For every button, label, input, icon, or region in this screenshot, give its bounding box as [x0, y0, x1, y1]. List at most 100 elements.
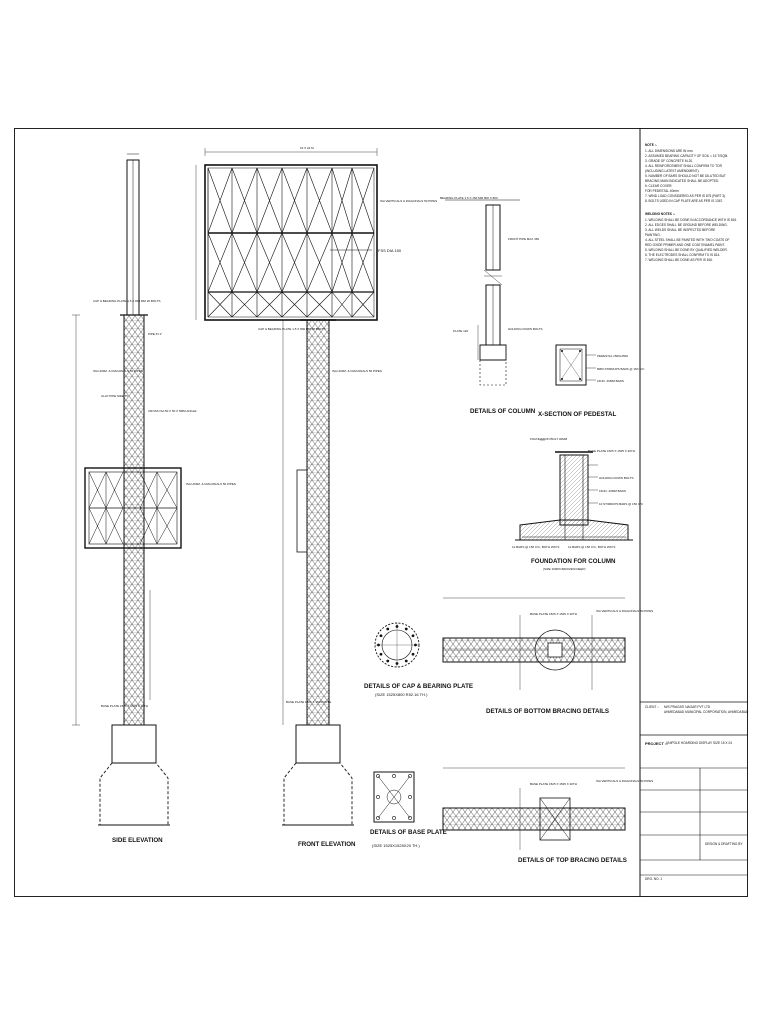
welding-note-line: 5. WELDING SHALL BE DONE BY QUALIFIED WE… [645, 248, 728, 252]
bars-both-label: 12 BARS @ 150 C/C, BOTH WAYS [512, 545, 559, 549]
hoarding-panel-brace [231, 167, 258, 234]
base-bolt-hole [408, 774, 412, 778]
hoarding-panel-brace [231, 291, 258, 318]
isa-angle-label: ISA VERTICALS & DIAGONALS 50 PIPES [380, 199, 437, 203]
foundation-detail [515, 439, 633, 541]
bars-label-2: 16NO. 20MM BARS [599, 489, 626, 493]
cross-bracing-label: CROSS ISA 50 X 50 X 5MM ANGLE [148, 409, 197, 413]
stirrups-label: 8MM STIRRUPS BARS @ 150 C/C [597, 367, 645, 371]
welding-title: WELDING NOTES :- [645, 212, 675, 216]
hoarding-panel-brace [256, 291, 283, 318]
base-plate-label-side: BASE PLATE 1525 X 1525 X 20TH [101, 704, 148, 708]
base-plate-detail [373, 771, 415, 823]
hoarding-panel-brace [281, 291, 308, 318]
hoarding-panel-brace [256, 232, 283, 293]
bars-label: 16NO. 20MM BARS [597, 379, 624, 383]
hoarding-panel-brace [281, 232, 308, 293]
note-line: 7. WIND LOAD CONSIDERED AS PER IS 875 (P… [645, 194, 726, 198]
hoarding-panel-brace [306, 232, 333, 293]
base-plate-caption: DETAILS OF BASE PLATE [370, 829, 447, 836]
client-value: M/S PRAGATI NAGAR PVT LTD [664, 705, 711, 709]
welding-note-line: 3. ALL WELDS SHALL BE INSPECTED BEFORE [645, 228, 715, 232]
base-bolt-hole [376, 795, 380, 799]
project-label: PROJECT :- [645, 741, 668, 746]
note-line: 1. ALL DIMENSIONS ARE IN mm. [645, 149, 694, 153]
pipe-front-label: PIPE IN 1" [148, 332, 162, 336]
cap-bearing-plate-detail [374, 622, 420, 668]
center-label: FSS DIA 150 [378, 248, 402, 253]
pedestal-section-caption: X-SECTION OF PEDESTAL [538, 411, 616, 418]
welding-note-line: 1. WELDING SHALL BE DONE IN ACCORDANCE W… [645, 218, 737, 222]
column-detail-caption: DETAILS OF COLUMN [470, 408, 536, 415]
front-elevation [195, 148, 378, 826]
holding-down-label-2: HOLDING DOWN BOLTS [599, 476, 633, 480]
note-line: 3. GRADE OF CONCRETE M-20. [645, 159, 693, 163]
ucp-pipe-label: ULLP PIPE SIZE 75 [101, 394, 128, 398]
foundation-bolt-label: FOUNDATION BOLT 32MM [530, 437, 568, 441]
note-line: FOR PEDESTAL 40mm [645, 189, 679, 193]
hoarding-panel-brace [306, 167, 333, 234]
bolt-hole [404, 627, 408, 631]
wire-bracing-label-side: ISA HORZ. & DIAGONALS 50 PIPES [186, 482, 236, 486]
base-bolt-hole [408, 795, 412, 799]
wire-bracing-label-front: ISA HORZ. & DIAGONALS 50 PIPES [332, 369, 382, 373]
pedestal-section [555, 344, 596, 386]
bolt-hole [404, 659, 408, 663]
base-plate-label-front: BASE PLATE 1525 X 1525X20TH [286, 700, 331, 704]
base-plate-size: (SIZE 1525X1525X20 TH.) [372, 843, 420, 848]
pipe-size-label: FRONT PIPE MAX 360 [508, 237, 539, 241]
hoarding-panel-brace [331, 232, 353, 293]
cap-plate-size: (SIZE 1525X800 R52.16 TH.) [375, 692, 428, 697]
foundation-caption: FOUNDATION FOR COLUMN [531, 558, 616, 565]
client-value-2: AHMEDABAD MUNICIPAL CORPORATION, AHMEDAB… [664, 710, 749, 714]
column-detail [445, 199, 520, 386]
welding-note-line: RED OXIDE PRIMER AND ONE COAT ENAMEL PAI… [645, 243, 725, 247]
bottom-isa-label: ISA VERTICALS & DIAGONALS 50 PIPES [596, 609, 653, 613]
top-bracing-caption: DETAILS OF TOP BRACING DETAILS [518, 857, 627, 864]
base-bolt-hole [392, 816, 396, 820]
project-value: UNIPOLE HOARDING DISPLAY SIZE 15 X 24 [666, 741, 732, 745]
bearing-plate-label: BEARING PLATE 1.5 X 150 MM 800 X 800 [440, 196, 498, 200]
welding-note-line: 4. ALL STEEL SHALL BE PAINTED WITH TWO C… [645, 238, 730, 242]
holding-down-label: HOLDING DOWN BOLTS [508, 327, 542, 331]
bottom-bracing-detail [442, 597, 626, 690]
top-bracing-detail [442, 767, 626, 850]
bolt-hole [386, 627, 390, 631]
top-isa-label: ISA VERTICALS & DIAGONALS 50 PIPES [596, 779, 653, 783]
bars-both-label-2: 12 BARS @ 150 C/C, BOTH WAYS [568, 545, 615, 549]
cap-bearing-label: CAP & BEARING PLATE 1.5 X 800 MM 20 BOLT… [93, 299, 161, 303]
foundation-size: (SIZE 1600X1600X2300 DEEP) [543, 567, 586, 571]
base-bolt-hole [376, 774, 380, 778]
side-elevation-caption: SIDE ELEVATION [112, 837, 163, 844]
cap-plate-caption: DETAILS OF CAP & BEARING PLATE [364, 683, 473, 690]
hoarding-panel-brace [207, 167, 233, 234]
welding-note-line: 7. WELDING SHALL BE DONE AS PER IS 816. [645, 258, 713, 262]
notes-title: NOTE :- [645, 143, 657, 147]
base-plate-foundation: BASE PLATE 1525 X 1525 X 20TH [588, 449, 635, 453]
drawing-number: DRG. NO. 1 [645, 877, 662, 881]
hoarding-panel-brace [331, 291, 353, 318]
note-line: 5. NUMBER OF BARS SHOULD NOT BE DILUTED … [645, 174, 726, 178]
front-elevation-caption: FRONT ELEVATION [298, 841, 356, 848]
note-line: 6. CLEAR COVER: [645, 184, 672, 188]
welding-note-line: PAINTING. [645, 233, 661, 237]
bottom-bracing-caption: DETAILS OF BOTTOM BRACING DETAILS [486, 708, 609, 715]
note-line: 4. ALL REINFORCEMENT SHALL CONFIRM TO TO… [645, 164, 723, 168]
welding-note-line: 6. THE ELECTRODES SHALL CONFIRM TO IS 81… [645, 253, 720, 257]
drawn-by: DESIGN & DRAFTING BY [705, 842, 743, 846]
notes-block: NOTE :- 1. ALL DIMENSIONS ARE IN mm. 2. A… [645, 143, 737, 262]
top-base-plate-label: BASE PLATE 1525 X 1525 X 20TH [530, 782, 577, 786]
hoarding-panel-brace [207, 291, 233, 318]
client-label: CLIENT :- [645, 705, 659, 709]
wire-bracing-label: ISA HORZ. & DIAGONALS 50 PIPES [93, 369, 143, 373]
welding-note-line: 2. ALL EDGES SHALL BE GROUND BEFORE WELD… [645, 223, 728, 227]
note-line: 8. BOLTS USED IN CAP PLATE ARE AS PER IS… [645, 199, 723, 203]
hoarding-panel-brace [207, 232, 233, 293]
hoarding-panel-brace [256, 167, 283, 234]
hoarding-panel-brace [351, 232, 375, 293]
bottom-base-plate-label: BASE PLATE 1525 X 1525 X 20TH [530, 612, 577, 616]
hoarding-panel-brace [231, 232, 258, 293]
pedestal-legend: PEDESTAL 1500x1500 [597, 354, 628, 358]
hoarding-panel-brace [351, 167, 375, 234]
